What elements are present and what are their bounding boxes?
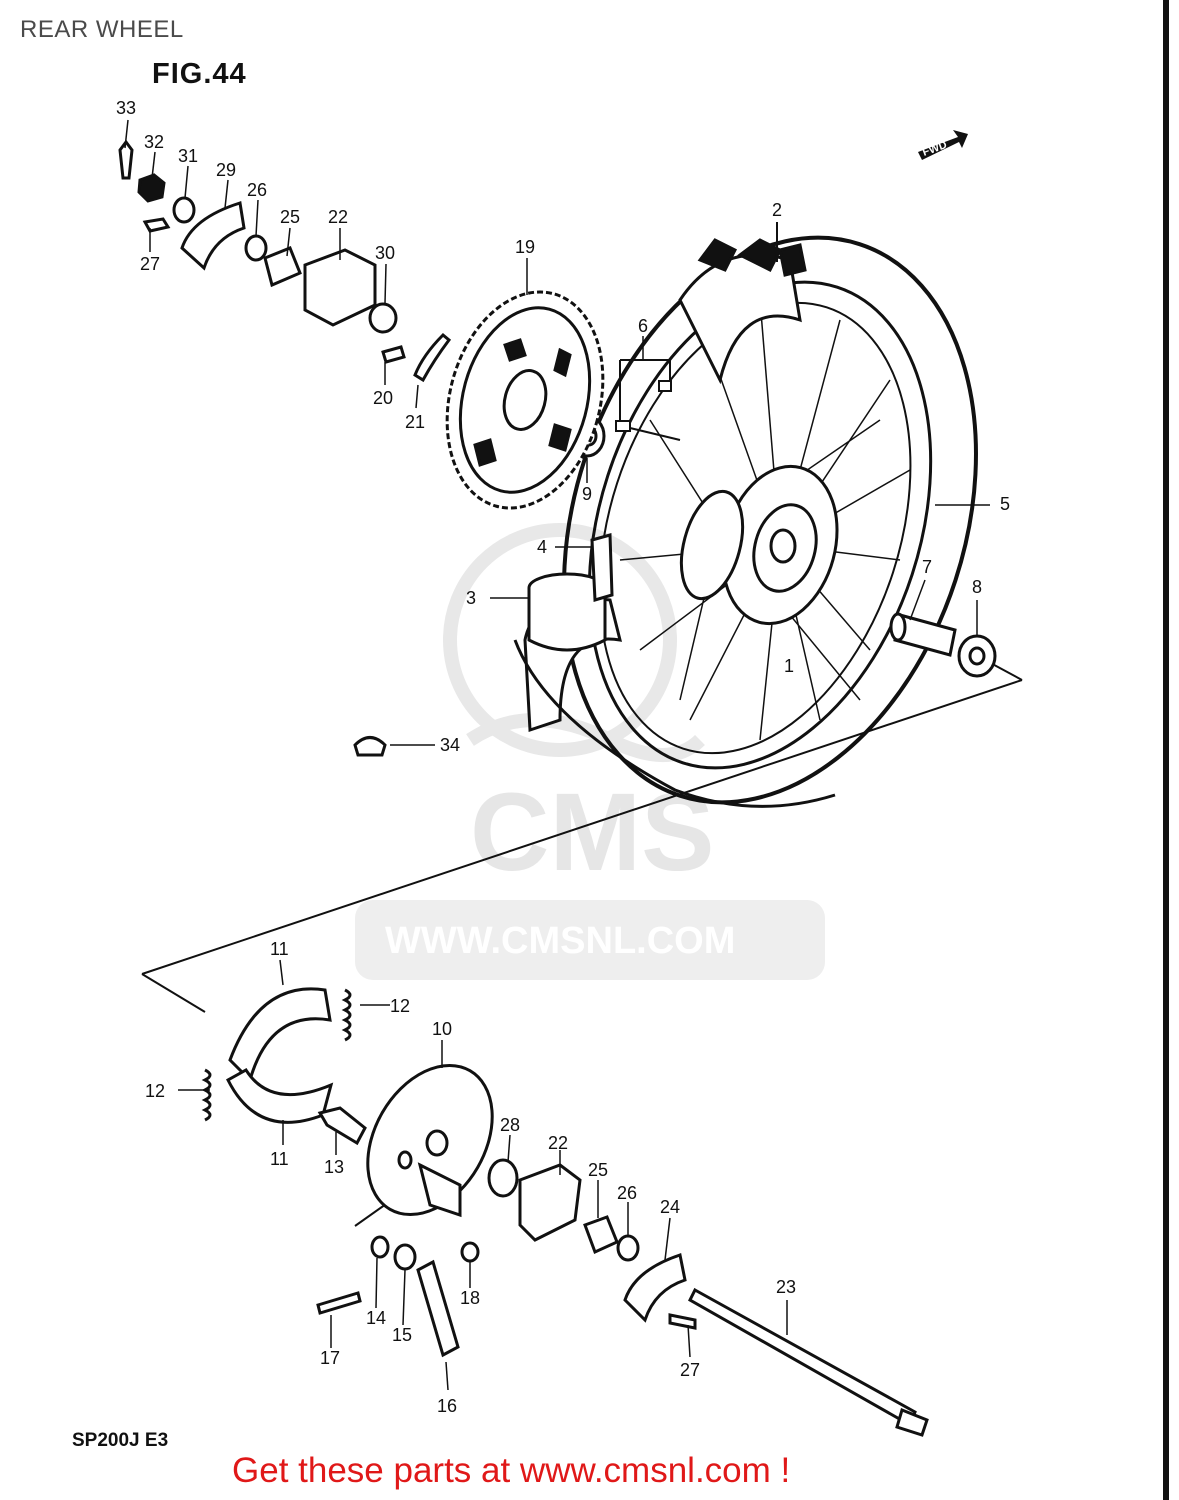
callout-11-lower: 11 — [270, 1149, 289, 1169]
callout-2: 2 — [772, 200, 782, 220]
callout-26-lower: 26 — [617, 1183, 637, 1203]
callout-34: 34 — [440, 735, 460, 755]
brake-panel-assembly — [201, 987, 929, 1437]
callout-15: 15 — [392, 1325, 412, 1345]
callout-16: 16 — [437, 1396, 457, 1416]
callout-14: 14 — [366, 1308, 386, 1328]
callout-21: 21 — [405, 412, 425, 432]
callout-9: 9 — [582, 484, 592, 504]
part-8-bearing — [957, 634, 997, 678]
rear-wheel-assembly — [562, 235, 978, 805]
callout-7: 7 — [922, 557, 932, 577]
figure-label: FIG.44 — [152, 58, 247, 90]
callout-24: 24 — [660, 1197, 680, 1217]
callout-12-right: 12 — [390, 996, 410, 1016]
callout-6: 6 — [638, 316, 648, 336]
callout-20: 20 — [373, 388, 393, 408]
callout-3: 3 — [466, 588, 476, 608]
page-border-rule — [1163, 0, 1169, 1500]
callout-8: 8 — [972, 577, 982, 597]
callout-17: 17 — [320, 1348, 340, 1368]
page-title: REAR WHEEL — [20, 16, 184, 43]
callout-26-upper: 26 — [247, 180, 267, 200]
callout-22-lower: 22 — [548, 1133, 568, 1153]
upper-axle-hardware — [118, 139, 452, 383]
callout-22-upper: 22 — [328, 207, 348, 227]
part-3-rim-band — [527, 572, 607, 652]
callout-25-upper: 25 — [280, 207, 300, 227]
parts-shop-link[interactable]: Get these parts at www.cmsnl.com ! — [232, 1451, 791, 1490]
callout-29: 29 — [216, 160, 236, 180]
callout-1: 1 — [784, 656, 794, 676]
callout-33: 33 — [116, 98, 136, 118]
forward-direction-arrow: FWD — [918, 130, 968, 160]
callout-18: 18 — [460, 1288, 480, 1308]
callout-leaders — [124, 119, 990, 1391]
callout-13: 13 — [324, 1157, 344, 1177]
part-19-sprocket — [445, 290, 605, 510]
callout-32: 32 — [144, 132, 164, 152]
part-6-spoke-nipple — [615, 359, 681, 441]
part-34-plug — [353, 736, 387, 757]
callout-5: 5 — [1000, 494, 1010, 514]
callout-27-lower: 27 — [680, 1360, 700, 1380]
callout-31: 31 — [178, 146, 198, 166]
callout-11-upper: 11 — [270, 939, 289, 959]
part-number-callouts: 33 32 31 29 26 25 22 30 27 20 21 19 9 6 … — [116, 98, 1010, 1416]
callout-30: 30 — [375, 243, 395, 263]
callout-4: 4 — [537, 537, 547, 557]
watermark-url-text: WWW.CMSNL.COM — [385, 920, 735, 962]
callout-23: 23 — [776, 1277, 796, 1297]
callout-28: 28 — [500, 1115, 520, 1135]
callout-19: 19 — [515, 237, 535, 257]
svg-text:FWD: FWD — [921, 139, 949, 159]
callout-12-left: 12 — [145, 1081, 165, 1101]
cmsnl-watermark — [355, 523, 825, 980]
model-code: SP200J E3 — [72, 1430, 169, 1451]
callout-25-lower: 25 — [588, 1160, 608, 1180]
part-4-flap — [590, 533, 614, 602]
callout-27-upper: 27 — [140, 254, 160, 274]
part-7-spacer — [889, 612, 957, 657]
callout-10: 10 — [432, 1019, 452, 1039]
